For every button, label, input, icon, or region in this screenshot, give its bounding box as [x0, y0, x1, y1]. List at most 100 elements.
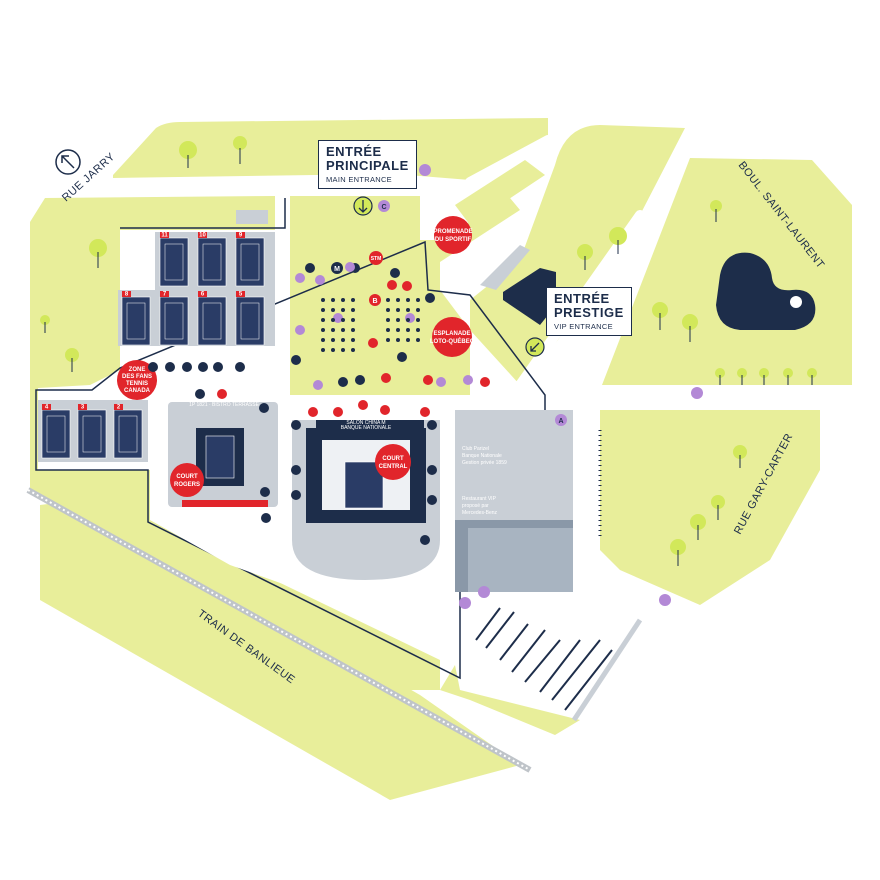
seating-dot: [386, 318, 390, 322]
restroom-icon: [295, 325, 305, 335]
marker-b[interactable]: B: [369, 294, 381, 306]
entrance-main-arrow-icon[interactable]: [353, 196, 373, 216]
prestige-building-dark: [503, 268, 556, 325]
court-rogers-stadium: [168, 402, 278, 507]
facility-icon: [165, 362, 175, 372]
svg-text:ZONE: ZONE: [129, 367, 146, 373]
grass-southeast: [600, 410, 820, 605]
practice-court[interactable]: 11: [159, 232, 189, 287]
facility-icon: [260, 487, 270, 497]
facility-icon: [182, 362, 192, 372]
trees: [40, 136, 817, 566]
court-number: 7: [163, 292, 167, 298]
practice-court[interactable]: 10: [197, 232, 227, 287]
tree: [577, 244, 593, 270]
court-number: 4: [45, 405, 49, 411]
seating-dot: [331, 328, 335, 332]
seating-dot: [406, 298, 410, 302]
court-number: 5: [239, 292, 243, 298]
callouts: PROMENADE DU SPORTIF ESPLANADE LOTO-QUÉB…: [117, 216, 475, 497]
court-central-stadium: [292, 420, 440, 580]
zone-fans-callout[interactable]: ZONE DES FANS TENNIS CANADA: [117, 360, 157, 400]
tree: [89, 239, 107, 268]
grass-south-strip: [440, 665, 580, 735]
court-number: 9: [239, 233, 243, 239]
seating-dot: [416, 328, 420, 332]
court-numbers-layer: 11 10 9 8 7 6 5 4 3 2: [41, 232, 265, 459]
svg-text:DU SPORTIF: DU SPORTIF: [435, 237, 472, 243]
facility-icon: [427, 420, 437, 430]
parking-lot: [475, 430, 643, 722]
svg-text:Banque Nationale: Banque Nationale: [462, 453, 502, 459]
practice-court[interactable]: 5: [235, 291, 265, 346]
facility-icon: [420, 535, 430, 545]
marker-c[interactable]: C: [378, 200, 390, 212]
entrance-main-label[interactable]: ENTRÉE PRINCIPALE MAIN ENTRANCE: [318, 140, 417, 189]
seating-dot: [331, 298, 335, 302]
practice-court[interactable]: 4: [41, 404, 71, 459]
practice-court[interactable]: 8: [121, 291, 151, 346]
entrance-prestige-title-line1: ENTRÉE: [554, 291, 610, 306]
tree: [682, 314, 698, 342]
seating-dot: [406, 328, 410, 332]
svg-text:CENTRAL: CENTRAL: [379, 464, 408, 470]
prestige-building: [480, 245, 530, 290]
marker-a[interactable]: A: [555, 414, 567, 426]
svg-text:BANQUE NATIONALE: BANQUE NATIONALE: [341, 425, 392, 431]
info-icon: [217, 389, 227, 399]
tree: [711, 495, 725, 520]
facility-icon: [148, 362, 158, 372]
seating-dot: [321, 348, 325, 352]
svg-text:M: M: [334, 266, 340, 273]
facility-icon: [427, 465, 437, 475]
court-number: 3: [81, 405, 85, 411]
tree: [233, 136, 247, 164]
seating-dot: [341, 338, 345, 342]
tree: [670, 539, 686, 566]
svg-text:PROMENADE: PROMENADE: [433, 229, 472, 235]
seating-dot: [341, 348, 345, 352]
seating-dot: [331, 338, 335, 342]
svg-text:Mercedes-Benz: Mercedes-Benz: [462, 510, 498, 516]
practice-court[interactable]: 2: [113, 404, 143, 459]
seating-dot: [331, 318, 335, 322]
practice-court[interactable]: 7: [159, 291, 189, 346]
entrance-prestige-arrow-icon[interactable]: [525, 337, 545, 357]
svg-text:ROGERS: ROGERS: [174, 482, 200, 488]
restroom-icon: [436, 377, 446, 387]
seating-dot: [341, 318, 345, 322]
service-icon: [305, 263, 315, 273]
practice-court[interactable]: 6: [197, 291, 227, 346]
entrance-prestige-label[interactable]: ENTRÉE PRESTIGE VIP ENTRANCE: [546, 287, 632, 336]
tree: [179, 141, 197, 168]
restroom-icon: [463, 375, 473, 385]
service-icon: [338, 377, 348, 387]
tree: [807, 368, 817, 385]
marker-stm[interactable]: STM: [369, 251, 383, 265]
seating-dot: [386, 298, 390, 302]
tree: [783, 368, 793, 385]
practice-court[interactable]: 9: [235, 232, 265, 287]
restroom-icon: [345, 262, 355, 272]
marker-m[interactable]: M: [331, 262, 343, 274]
promenade-callout[interactable]: PROMENADE DU SPORTIF: [433, 216, 473, 254]
restroom-icon: [405, 313, 415, 323]
esplanade-callout[interactable]: ESPLANADE LOTO-QUÉBEC: [430, 317, 475, 357]
svg-text:COURT: COURT: [176, 474, 198, 480]
tree: [65, 348, 79, 372]
court-central-callout[interactable]: COURT CENTRAL: [375, 444, 411, 480]
service-icon: [397, 352, 407, 362]
tree: [759, 368, 769, 385]
first-aid-icon: [478, 586, 490, 598]
service-icon: [390, 268, 400, 278]
seating-dot: [416, 298, 420, 302]
restroom-icon: [315, 275, 325, 285]
practice-court[interactable]: 3: [77, 404, 107, 459]
bike-icon: [419, 164, 431, 176]
info-icon: [380, 405, 390, 415]
court-number: 11: [161, 233, 168, 239]
facility-icon: [198, 362, 208, 372]
seating-dot: [341, 308, 345, 312]
court-rogers-callout[interactable]: COURT ROGERS: [170, 463, 204, 497]
